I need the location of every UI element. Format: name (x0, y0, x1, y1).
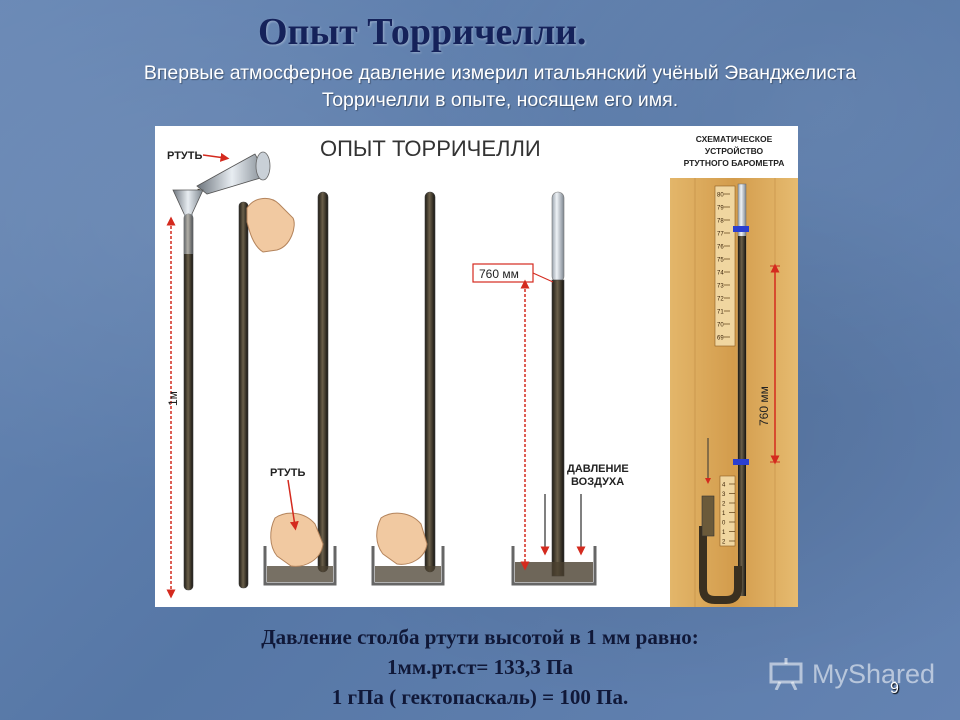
blue-marker-bottom (733, 459, 749, 465)
watermark: MyShared (768, 656, 935, 692)
caption-line-1: Давление столба ртути высотой в 1 мм рав… (261, 625, 699, 649)
label-one-meter: 1м (166, 391, 180, 406)
hand-icon-3 (376, 512, 428, 565)
caption-line-3: 1 гПа ( гектопаскаль) = 100 Па. (331, 685, 629, 709)
barometer-title-1: СХЕМАТИЧЕСКОЕ (696, 134, 773, 144)
hand-icon (246, 198, 295, 253)
label-air-pressure-2: ВОЗДУХА (571, 476, 624, 488)
label-mercury-top: РТУТЬ (167, 150, 202, 162)
slide-subtitle: Впервые атмосферное давление измерил ита… (40, 60, 960, 114)
scale-top-number: 79 (717, 206, 724, 212)
page-number: 9 (890, 680, 899, 697)
slide-caption: Давление столба ртути высотой в 1 мм рав… (0, 622, 960, 712)
caption-line-2: 1мм.рт.ст= 133,3 Па (387, 655, 573, 679)
scale-bottom-number: 4 (722, 483, 726, 489)
tube-2-held (238, 198, 295, 589)
presentation-board-icon (769, 658, 803, 690)
scale-bottom-number: 2 (722, 502, 726, 508)
scale-top-number: 73 (717, 284, 724, 290)
barometer-title-3: РТУТНОГО БАРОМЕТРА (684, 158, 785, 168)
scale-bottom-ticks: 4 3 2 1 0 1 2 (722, 483, 735, 546)
scale-top-number: 75 (717, 258, 724, 264)
label-mercury-bottom: РТУТЬ (270, 467, 305, 479)
tube-1-filling (172, 189, 204, 591)
barometer-panel: СХЕМАТИЧЕСКОЕ УСТРОЙСТВО РТУТНОГО БАРОМЕ… (670, 126, 798, 607)
mercury-top-arrow (202, 152, 230, 162)
subtitle-line-2: Торричелли в опыте, носящем его имя. (321, 89, 679, 111)
scale-top-number: 69 (717, 336, 724, 342)
scale-top-number: 72 (717, 297, 724, 303)
subtitle-line-1: Впервые атмосферное давление измерил ита… (143, 62, 857, 84)
scale-top-number: 80 (717, 193, 724, 199)
label-air-pressure-1: ДАВЛЕНИЕ (567, 463, 629, 475)
scale-bottom-number: 1 (722, 511, 726, 517)
scale-top-number: 70 (717, 323, 724, 329)
hand-icon-2 (270, 512, 324, 567)
slide-title: Опыт Торричелли. (258, 11, 587, 53)
scale-top (714, 185, 736, 347)
tube-3-inverted (263, 191, 337, 586)
scale-top-number: 74 (717, 271, 724, 277)
tube-4-release (371, 191, 445, 586)
blue-marker-top (733, 226, 749, 232)
figure-heading: ОПЫТ ТОРРИЧЕЛЛИ (320, 136, 541, 161)
scale-top-number: 78 (717, 219, 724, 225)
label-760-leader (532, 272, 554, 283)
watermark-text: MyShared (812, 658, 936, 689)
scale-bottom-number: 0 (722, 521, 726, 527)
label-760-vertical: 760 мм (757, 386, 771, 426)
scale-bottom-number: 1 (722, 530, 726, 536)
scale-bottom-number: 3 (722, 492, 726, 498)
torricelli-experiment-figure: ОПЫТ ТОРРИЧЕЛЛИ РТУТЬ 1м РТУТЬ (155, 126, 798, 607)
scale-top-ticks: 80 79 78 77 76 75 74 73 72 71 70 69 (717, 193, 730, 342)
barometer-title-2: УСТРОЙСТВО (705, 145, 764, 156)
scale-bottom-number: 2 (722, 540, 726, 546)
tube-5-column (511, 191, 597, 586)
label-760: 760 мм (479, 267, 519, 281)
scale-top-number: 77 (717, 232, 724, 238)
scale-top-number: 76 (717, 245, 724, 251)
mercury-bottom-arrow (287, 479, 299, 531)
scale-top-number: 71 (717, 310, 724, 316)
